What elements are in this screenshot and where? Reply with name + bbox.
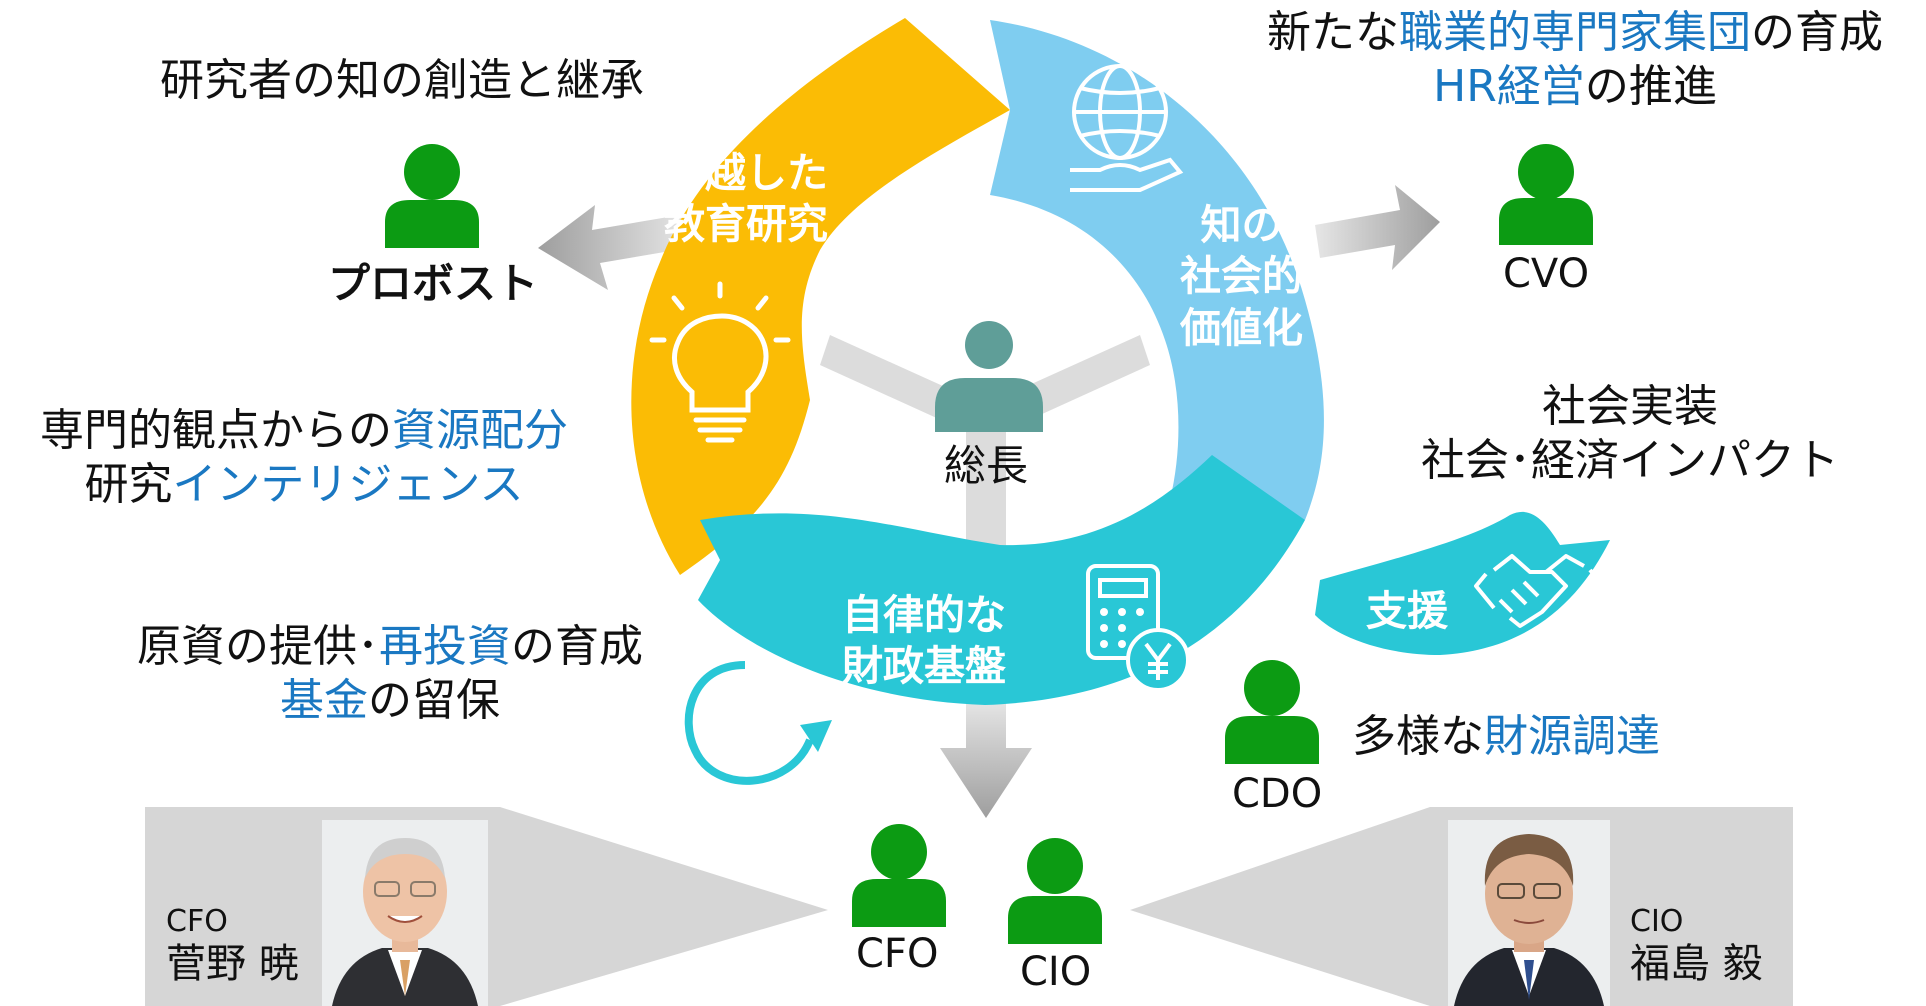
arrow-to-provost (538, 205, 688, 290)
resource-line1-highlight: 資源配分 (392, 405, 568, 456)
sky-label-line1: 知の (1200, 201, 1283, 249)
resource-allocation-text: 専門的観点からの資源配分 研究インテリジェンス (14, 404, 594, 511)
gold-segment-label: 卓越した 教育研究 (664, 148, 828, 251)
cvo-line1-end: の育成 (1751, 7, 1883, 58)
capital-line2: 基金の留保 (110, 674, 670, 728)
teal-segment-label: 自律的な 財政基盤 (842, 590, 1006, 693)
support-label: 支援 (1366, 587, 1448, 635)
capital-line1-plain: 原資の提供･ (137, 621, 379, 672)
cfo-person-name: 菅野 暁 (166, 941, 299, 987)
cio-portrait (1448, 820, 1610, 1006)
cfo-portrait (322, 820, 488, 1006)
reinvest-loop-arrowhead (800, 720, 832, 752)
cvo-line2-highlight: HR経営 (1433, 60, 1585, 112)
cvo-line2: HR経営の推進 (1230, 60, 1920, 114)
capital-line2-highlight: 基金 (280, 674, 368, 726)
capital-line1: 原資の提供･再投資の育成 (110, 620, 670, 674)
president-person-icon (935, 321, 1043, 432)
arrow-to-cvo (1315, 185, 1440, 270)
resource-line2-highlight: インテリジェンス (172, 458, 524, 510)
cio-person-title: CIO (1630, 904, 1684, 939)
cfo-label: CFO (856, 931, 939, 977)
globe-hand-icon (1070, 64, 1184, 192)
cfo-person-icon (852, 824, 946, 927)
impact-line1: 社会実装 (1542, 381, 1718, 432)
provost-heading: 研究者の知の創造と継承 (160, 55, 644, 106)
sky-label-line3: 価値化 (1180, 303, 1303, 352)
cfo-photo (322, 820, 488, 1006)
cio-person-name: 福島 毅 (1630, 941, 1763, 987)
cdo-person-icon (1225, 660, 1319, 764)
resource-line2-plain: 研究 (84, 458, 173, 510)
cdo-label: CDO (1232, 771, 1323, 817)
reinvest-loop-arrow (684, 661, 814, 785)
cfo-person-title: CFO (166, 904, 228, 939)
cdo-text-plain: 多様な (1352, 711, 1484, 762)
cvo-line1: 新たな職業的専門家集団の育成 (1230, 6, 1920, 60)
sky-segment (990, 20, 1324, 520)
cvo-line1-plain: 新たな (1267, 7, 1399, 58)
cio-photo (1448, 820, 1610, 1006)
cdo-text: 多様な財源調達 (1352, 710, 1660, 764)
capital-line1-end: の育成 (511, 621, 643, 672)
lightbulb-icon (649, 281, 791, 443)
president-label: 総長 (944, 441, 1029, 490)
capital-line1-highlight: 再投資 (379, 621, 511, 672)
handshake-icon (1474, 554, 1602, 628)
sky-segment-label: 知の 社会的 価値化 (1180, 200, 1303, 354)
cvo-label: CVO (1503, 251, 1590, 297)
cdo-text-highlight: 財源調達 (1484, 711, 1660, 762)
impact-text: 社会実装 社会･経済インパクト (1380, 380, 1880, 487)
provost-label: プロボスト (328, 259, 539, 308)
arrow-to-cfo-cio (940, 700, 1032, 818)
gold-label-line2: 教育研究 (664, 200, 828, 249)
resource-line1: 専門的観点からの資源配分 (14, 404, 594, 458)
cio-person-icon (1008, 838, 1102, 944)
teal-label-line2: 財政基盤 (842, 642, 1006, 691)
sky-label-line2: 社会的 (1180, 252, 1303, 301)
calculator-yen-icon (1086, 564, 1190, 692)
capital-text: 原資の提供･再投資の育成 基金の留保 (110, 620, 670, 727)
support-segment (1315, 511, 1610, 655)
cvo-person-icon (1499, 144, 1593, 245)
cio-label: CIO (1020, 949, 1092, 995)
gold-segment (631, 18, 1010, 575)
cvo-heading: 新たな職業的専門家集団の育成 HR経営の推進 (1230, 6, 1920, 113)
provost-person-icon (385, 144, 479, 248)
resource-line2: 研究インテリジェンス (14, 458, 594, 512)
cvo-line2-end: の推進 (1584, 60, 1717, 112)
cvo-line1-highlight: 職業的専門家集団 (1399, 7, 1751, 58)
teal-label-line1: 自律的な (842, 591, 1006, 639)
capital-line2-end: の留保 (368, 674, 500, 726)
gold-label-line1: 卓越した (664, 149, 828, 197)
resource-line1-plain: 専門的観点からの (40, 405, 392, 456)
impact-line2: 社会･経済インパクト (1421, 434, 1839, 486)
